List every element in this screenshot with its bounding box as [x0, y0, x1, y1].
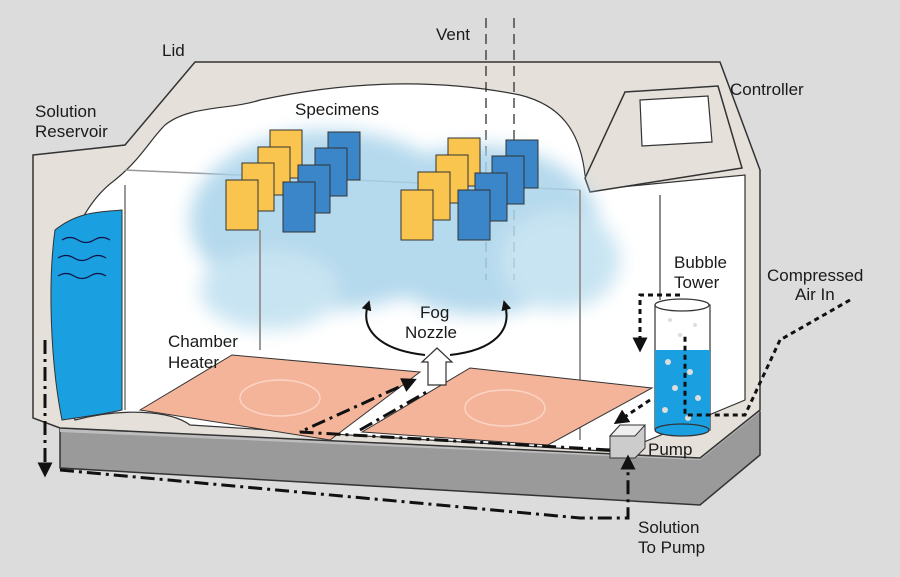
- label-chamber-heater-1: Chamber: [168, 332, 238, 351]
- label-solution-to-pump-1: Solution: [638, 518, 699, 537]
- chamber-heater: [138, 354, 654, 446]
- label-solution-to-pump-2: To Pump: [638, 538, 705, 557]
- label-fog-nozzle-1: Fog: [420, 303, 449, 322]
- pump: [608, 424, 647, 459]
- label-compressed-air-1: Compressed: [767, 266, 863, 285]
- bubble-tower: [654, 298, 711, 437]
- label-bubble-tower-2: Tower: [674, 273, 720, 292]
- label-bubble-tower-1: Bubble: [674, 253, 727, 272]
- label-solution-reservoir-1: Solution: [35, 102, 96, 121]
- specimens: [225, 129, 539, 241]
- label-specimens: Specimens: [295, 100, 379, 119]
- flow-lines: [37, 293, 851, 520]
- label-lid: Lid: [162, 41, 185, 60]
- label-fog-nozzle-2: Nozzle: [405, 323, 457, 342]
- label-vent: Vent: [436, 25, 470, 44]
- label-solution-reservoir-2: Reservoir: [35, 122, 108, 141]
- fog-nozzle: [361, 300, 512, 386]
- controller: [584, 85, 743, 193]
- label-compressed-air-2: Air In: [795, 285, 835, 304]
- solution-reservoir: [50, 209, 123, 421]
- label-chamber-heater-2: Heater: [168, 353, 219, 372]
- label-pump: Pump: [648, 440, 692, 459]
- label-controller: Controller: [730, 80, 804, 99]
